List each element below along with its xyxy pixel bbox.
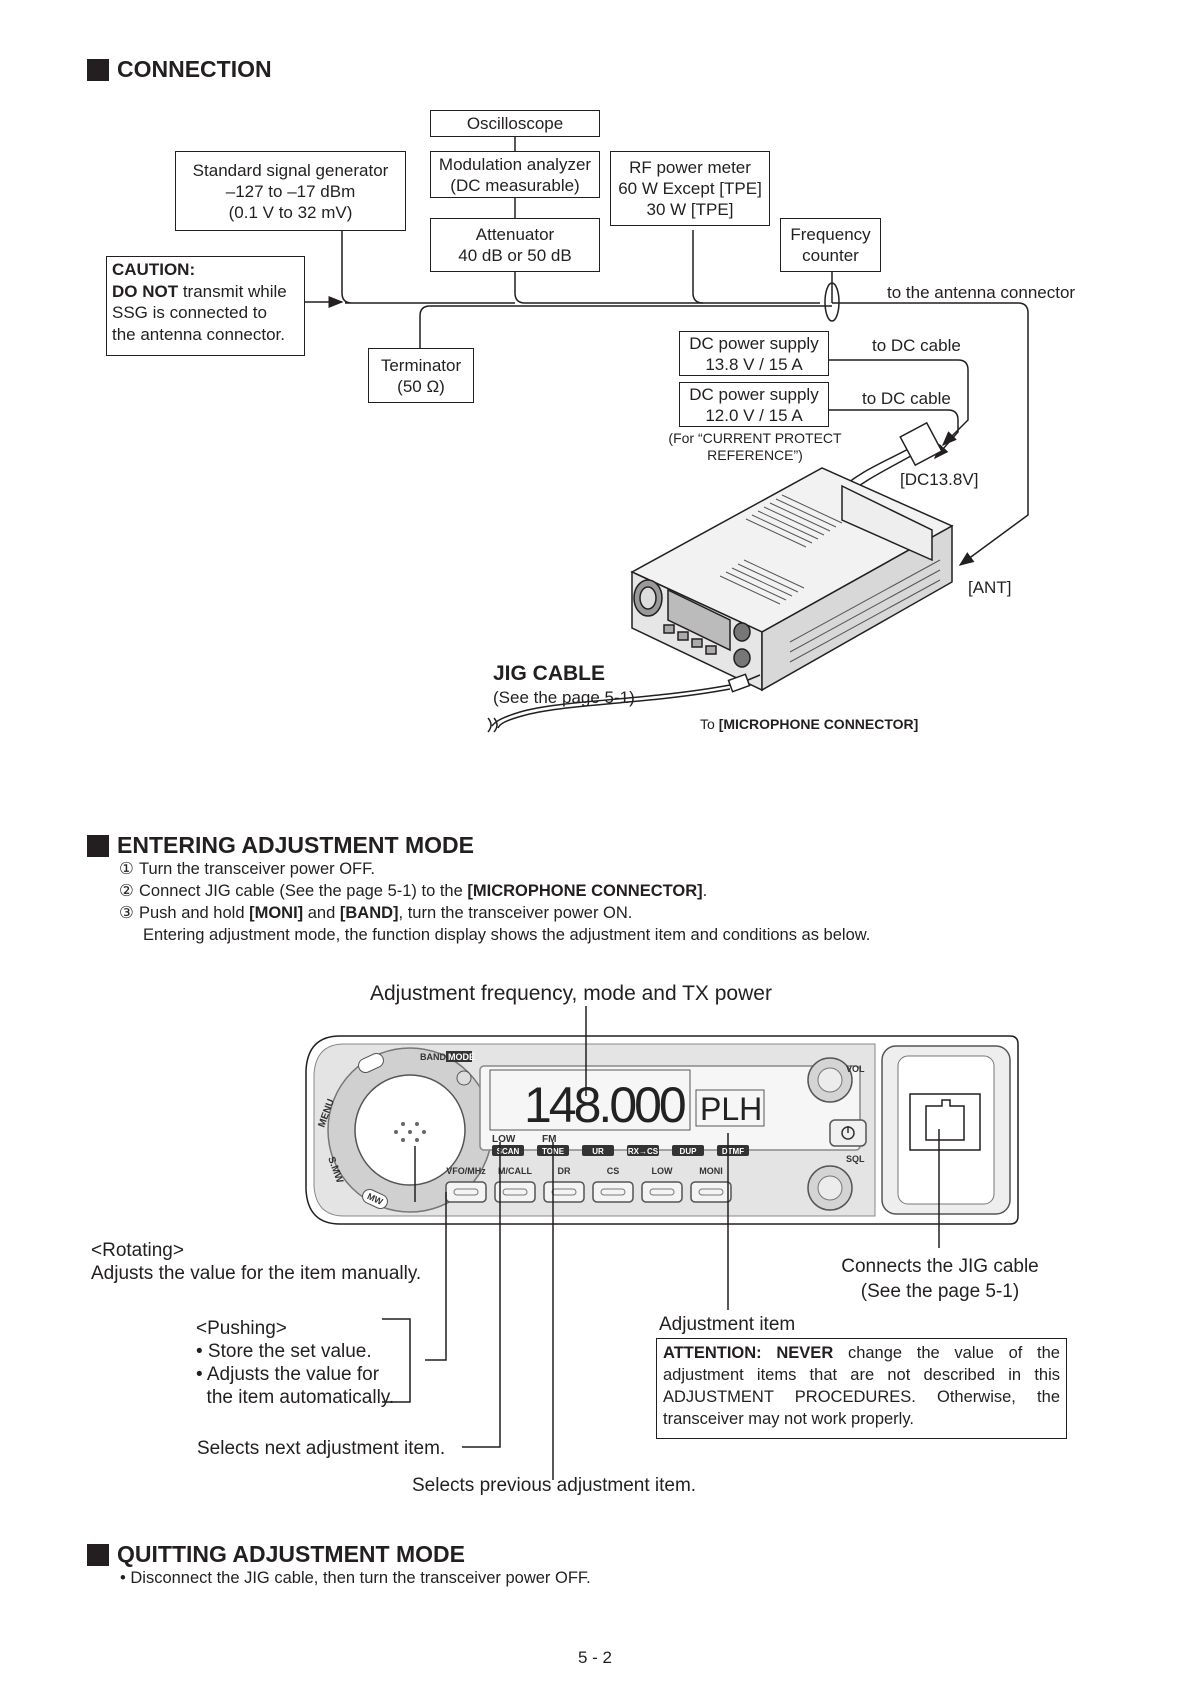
quitting-text: • Disconnect the JIG cable, then turn th… [120, 1569, 591, 1587]
page-number: 5 - 2 [577, 1648, 613, 1667]
lcd-display [479, 1065, 861, 1151]
panel-button-slot [698, 1188, 724, 1196]
terminator-box: Terminator (50 Ω) [368, 348, 474, 403]
microphone-connector-label: To [MICROPHONE CONNECTOR] [700, 716, 919, 732]
radio-front-panel: MW MENU S.MW BAND MODE 148.000 PLH LOW F… [305, 1035, 1019, 1225]
panel-button-label: DR [558, 1166, 571, 1176]
indicator-label: SCAN [497, 1147, 520, 1156]
panel-button-slot [649, 1188, 675, 1196]
panel-button-slot [502, 1188, 528, 1196]
key-lock-icon[interactable] [356, 1051, 385, 1075]
rotating-heading: <Rotating> [91, 1240, 184, 1261]
panel-button[interactable] [543, 1181, 585, 1203]
panel-button-label: M/CALL [498, 1166, 532, 1176]
signal-generator-box: Standard signal generator –127 to –17 dB… [175, 151, 406, 231]
indicator-chip [582, 1145, 614, 1156]
caution-note: CAUTION: DO NOT transmit while SSG is co… [106, 256, 305, 356]
connection-diagram [304, 136, 1029, 733]
panel-button-label: MONI [699, 1166, 723, 1176]
modulation-analyzer-box: Modulation analyzer (DC measurable) [430, 151, 600, 198]
panel-button[interactable] [494, 1181, 536, 1203]
panel-button[interactable] [690, 1181, 732, 1203]
indicator-label: DUP [680, 1147, 698, 1156]
selects-prev-label: Selects previous adjustment item. [412, 1475, 697, 1496]
lcd-low: LOW [492, 1134, 516, 1145]
rf-power-meter-box: RF power meter 60 W Except [TPE] 30 W [T… [610, 151, 770, 226]
dc-power-supply-12v-box: DC power supply 12.0 V / 15 A [679, 382, 829, 427]
pushing-item-3: the item automatically. [196, 1387, 395, 1408]
frequency-counter-box: Frequency counter [780, 218, 881, 272]
lcd-mode-text: PLH [700, 1091, 762, 1127]
attenuator-box: Attenuator 40 dB or 50 dB [430, 218, 600, 272]
quitting-heading: QUITTING ADJUSTMENT MODE [87, 1541, 465, 1568]
to-dc-cable-label-2: to DC cable [862, 389, 951, 408]
pushing-item-1: • Store the set value. [196, 1341, 372, 1362]
section-marker [87, 58, 109, 81]
band-mode-button[interactable] [456, 1070, 472, 1086]
indicator-label: RX→CS [628, 1147, 659, 1156]
band-label: BAND [420, 1052, 446, 1062]
current-protect-note: (For “CURRENT PROTECT REFERENCE”) [668, 430, 842, 463]
ant-label: [ANT] [968, 578, 1012, 597]
panel-buttons: VFO/MHz M/CALL DR CS LOW MONI [445, 1166, 732, 1203]
section-marker [87, 834, 109, 857]
panel-button[interactable] [592, 1181, 634, 1203]
adjustment-frequency-label: Adjustment frequency, mode and TX power [370, 982, 772, 1005]
attention-note: ATTENTION: NEVER change the value of the… [656, 1338, 1067, 1439]
panel-button-label: LOW [652, 1166, 673, 1176]
panel-button-slot [551, 1188, 577, 1196]
to-dc-cable-label-1: to DC cable [872, 336, 961, 355]
panel-button-label: CS [607, 1166, 620, 1176]
panel-button-slot [600, 1188, 626, 1196]
mode-label: MODE [448, 1052, 475, 1062]
to-antenna-label: to the antenna connector [887, 283, 1076, 302]
indicator-chip [672, 1145, 704, 1156]
mw-button[interactable] [360, 1187, 389, 1211]
connection-heading: CONNECTION [87, 56, 272, 83]
section-marker [87, 1543, 109, 1566]
indicator-chip [627, 1145, 659, 1156]
panel-button[interactable] [641, 1181, 683, 1203]
lcd-frequency: 148.000 [524, 1077, 685, 1133]
sql-label: SQL [846, 1154, 865, 1164]
indicator-label: UR [592, 1147, 604, 1156]
pushing-heading: <Pushing> [196, 1318, 287, 1339]
pushing-item-2: • Adjusts the value for [196, 1364, 380, 1385]
indicator-chip [717, 1145, 749, 1156]
lcd-fm: FM [542, 1134, 556, 1145]
step-note: Entering adjustment mode, the function d… [143, 926, 871, 944]
connects-jig-label: Connects the JIG cable (See the page 5-1… [841, 1256, 1039, 1302]
adjustment-item-label: Adjustment item [659, 1314, 796, 1335]
rotating-desc: Adjusts the value for the item manually. [91, 1263, 422, 1284]
selects-next-label: Selects next adjustment item. [197, 1438, 446, 1459]
vol-label: VOL [846, 1064, 865, 1074]
dc-power-supply-13v-box: DC power supply 13.8 V / 15 A [679, 331, 829, 376]
panel-button-label: VFO/MHz [446, 1166, 486, 1176]
indicator-label: DTMF [722, 1147, 744, 1156]
panel-button-slot [453, 1188, 479, 1196]
oscilloscope-box: Oscilloscope [430, 110, 600, 137]
jig-cable-see-page: (See the page 5-1) [493, 688, 635, 707]
jig-cable-label: JIG CABLE [493, 662, 606, 685]
entering-heading: ENTERING ADJUSTMENT MODE [87, 832, 474, 859]
dc138-label: [DC13.8V] [900, 470, 979, 489]
